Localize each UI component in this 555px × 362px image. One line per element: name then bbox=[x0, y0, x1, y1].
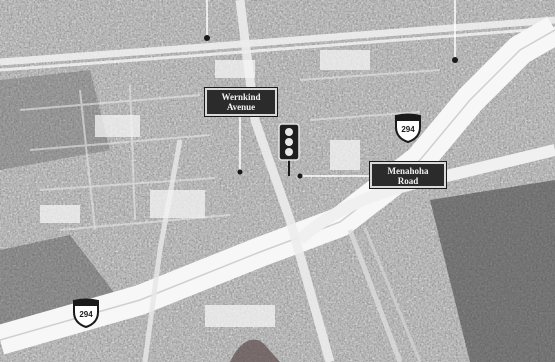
tree-area-right bbox=[430, 180, 555, 362]
leader-dot-top-left bbox=[204, 35, 210, 41]
street-label-line-1: Menahoha bbox=[387, 166, 429, 176]
interstate-shield-icon bbox=[395, 113, 421, 144]
street-label-wernkind-avenue: Wernkind Avenue bbox=[204, 87, 278, 117]
interstate-shield-upper: 294 bbox=[393, 113, 423, 144]
shield-number-upper: 294 bbox=[401, 125, 415, 134]
frontage-road-top-edge bbox=[0, 26, 555, 72]
secondary-road bbox=[142, 139, 183, 362]
street-label-line-2: Road bbox=[397, 176, 419, 186]
interstate-shield-lower: 294 bbox=[71, 298, 101, 329]
interstate-shield-icon bbox=[73, 298, 99, 329]
shield-number-lower: 294 bbox=[79, 310, 93, 319]
street-label-line-2: Avenue bbox=[226, 102, 256, 112]
bridge-shadow bbox=[230, 339, 280, 362]
leader-dot-menahoha bbox=[297, 173, 303, 179]
traffic-signal-icon bbox=[278, 123, 300, 176]
local-street-grid bbox=[19, 69, 441, 231]
building-blocks bbox=[40, 50, 370, 327]
street-label-line-1: Wernkind bbox=[221, 92, 261, 102]
rail-line-2 bbox=[363, 227, 422, 362]
leader-dot-top-right bbox=[452, 57, 458, 63]
street-label-menahoha-road: Menahoha Road bbox=[369, 161, 447, 189]
leader-dot-wernkind bbox=[237, 169, 243, 175]
rail-line bbox=[347, 229, 403, 362]
frontage-road-top bbox=[0, 16, 555, 66]
